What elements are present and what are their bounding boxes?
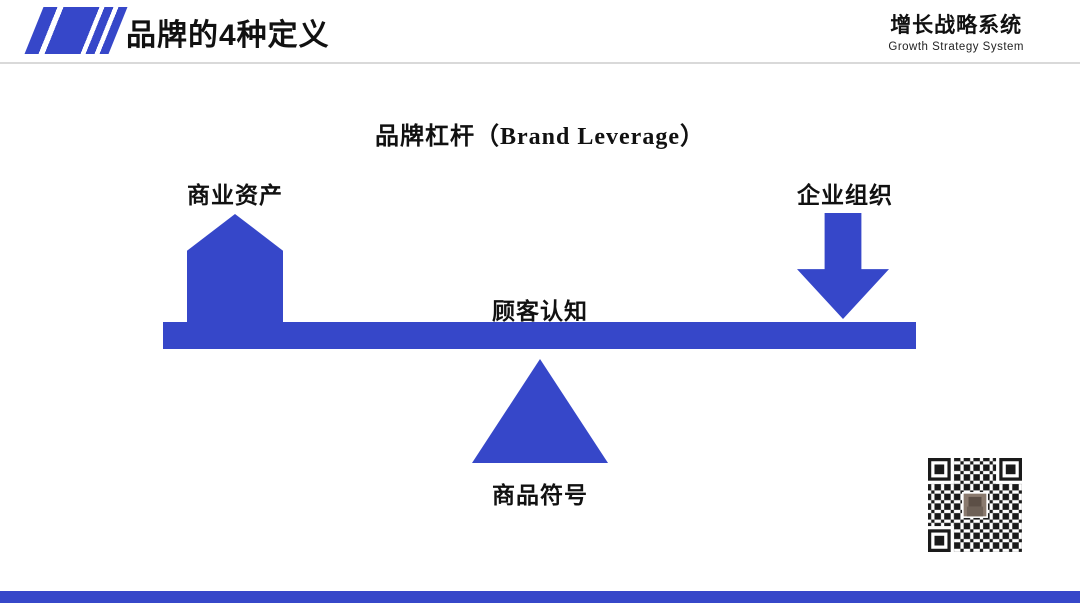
beam-label: 顾客认知	[492, 299, 588, 324]
brand-block: 增长战略系统 Growth Strategy System	[888, 9, 1024, 53]
arrow-down-icon	[797, 213, 889, 319]
house-shape-icon	[187, 214, 283, 322]
brand-name-en: Growth Strategy System	[888, 41, 1024, 53]
diagram-title: 品牌杠杆（Brand Leverage）	[375, 124, 705, 150]
qr-code-image	[928, 458, 1022, 552]
fulcrum-label: 商品符号	[492, 483, 588, 508]
lever-beam	[163, 322, 916, 349]
fulcrum-triangle-icon	[472, 359, 608, 463]
brand-name-cn: 增长战略系统	[890, 14, 1023, 37]
right-label: 企业组织	[797, 183, 893, 208]
header: 品牌的4种定义 增长战略系统 Growth Strategy System	[0, 0, 1080, 64]
page-title: 品牌的4种定义	[126, 19, 330, 52]
footer-accent-bar	[0, 591, 1080, 603]
left-label: 商业资产	[187, 183, 283, 208]
qr-code	[928, 458, 1022, 552]
diagonal-stripes-icon	[24, 7, 128, 54]
